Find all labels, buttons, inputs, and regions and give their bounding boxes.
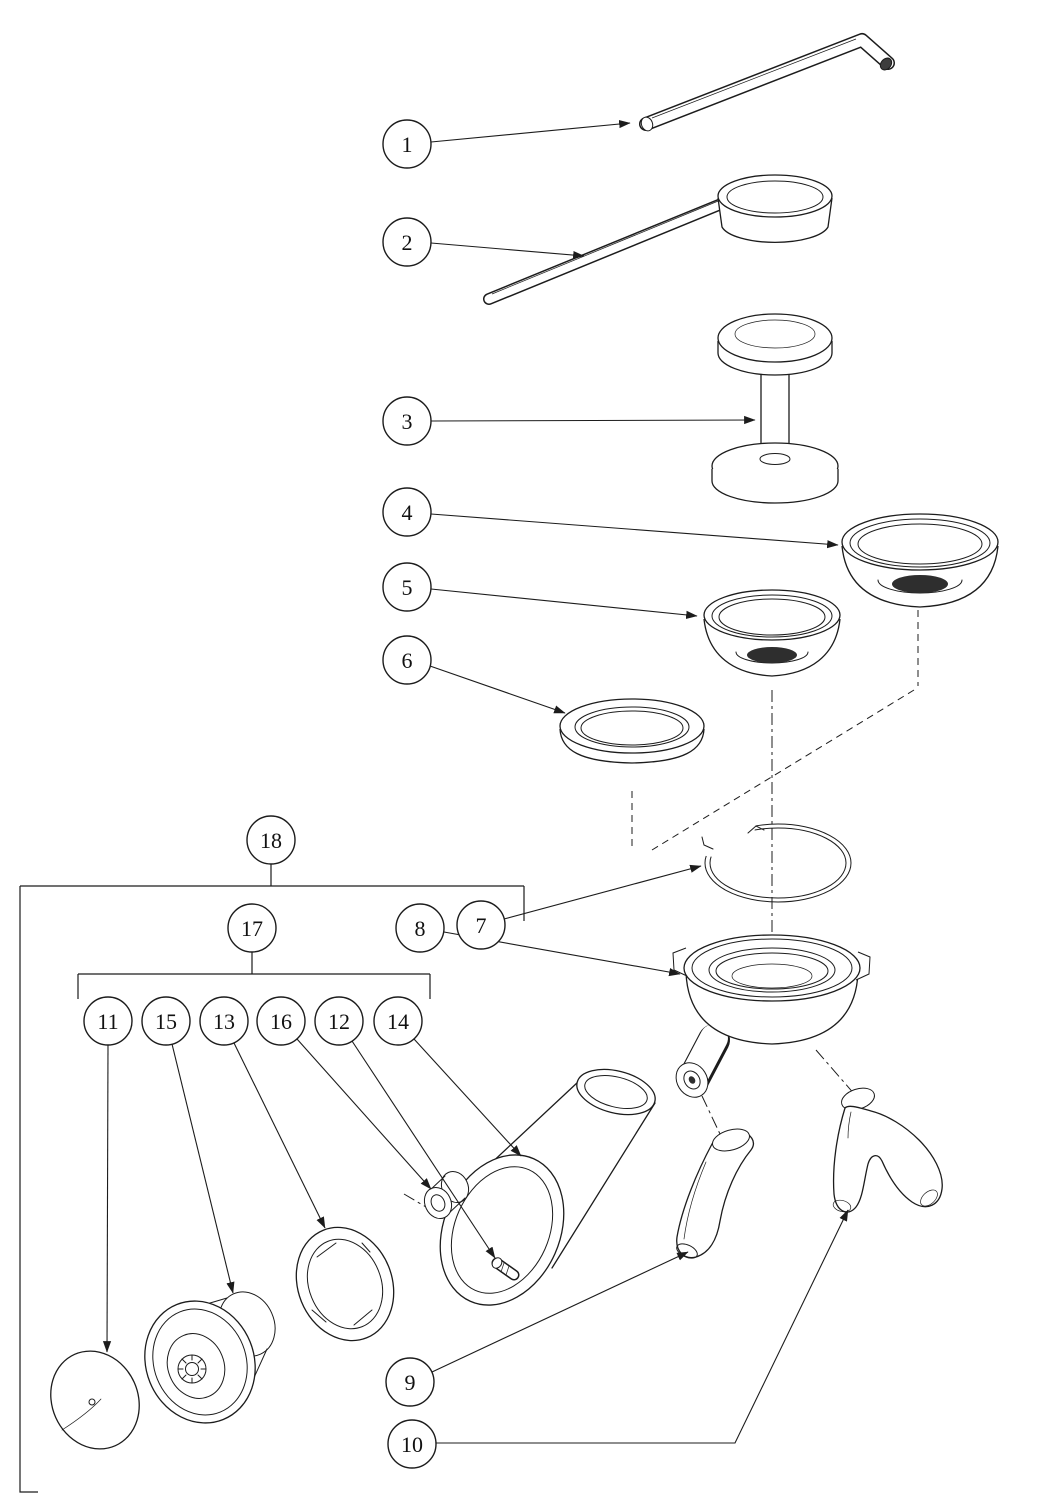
- leader-13: [233, 1042, 326, 1229]
- callout-2: 2: [382, 217, 432, 267]
- centerline-two-cup-diagonal: [651, 689, 915, 851]
- part-adapter-ring: [559, 698, 705, 764]
- svg-text:1: 1: [402, 132, 413, 157]
- bracket-18: [19, 864, 525, 1493]
- leader-10: [436, 1209, 849, 1444]
- callout-1: 1: [382, 119, 432, 169]
- part-screw: [491, 1257, 520, 1281]
- part-one-cup-filter-basket: [703, 589, 841, 677]
- callout-7: 7: [456, 900, 506, 950]
- part-membrane-disc: [50, 1350, 140, 1450]
- callout-11: 11: [83, 996, 133, 1046]
- callout-17: 17: [227, 903, 277, 953]
- callout-12: 12: [314, 996, 364, 1046]
- callout-10: 10: [387, 1419, 437, 1469]
- svg-text:15: 15: [155, 1009, 177, 1034]
- part-crema-valve-assembly: [144, 1291, 276, 1424]
- svg-text:7: 7: [476, 913, 487, 938]
- callout-16: 16: [256, 996, 306, 1046]
- svg-text:6: 6: [402, 648, 413, 673]
- svg-text:2: 2: [402, 230, 413, 255]
- svg-text:17: 17: [241, 916, 263, 941]
- centerline-double-spout: [815, 1049, 857, 1097]
- leader-12: [351, 1040, 496, 1259]
- leader-11: [102, 1044, 112, 1353]
- leader-2: [430, 242, 585, 260]
- leader-9: [431, 1251, 689, 1373]
- svg-text:8: 8: [415, 916, 426, 941]
- part-spring-clip: [699, 819, 852, 903]
- part-portafilter-body: [672, 934, 871, 1098]
- leader-14: [413, 1038, 522, 1157]
- svg-text:11: 11: [97, 1009, 118, 1034]
- callout-5: 5: [382, 562, 432, 612]
- callout-18: 18: [246, 815, 296, 865]
- callout-15: 15: [141, 996, 191, 1046]
- leader-3: [430, 415, 756, 425]
- svg-text:3: 3: [402, 409, 413, 434]
- leader-6: [429, 665, 566, 714]
- part-tamper: [711, 313, 839, 504]
- svg-text:14: 14: [387, 1009, 409, 1034]
- svg-text:4: 4: [402, 500, 413, 525]
- leader-16: [296, 1038, 432, 1190]
- group-brackets: [19, 864, 525, 1493]
- svg-text:10: 10: [401, 1432, 423, 1457]
- svg-text:13: 13: [213, 1009, 235, 1034]
- callout-4: 4: [382, 487, 432, 537]
- part-outlet-tube: [423, 1170, 470, 1220]
- leader-lines: [102, 119, 849, 1444]
- part-hex-key: [639, 33, 895, 132]
- callout-6: 6: [382, 635, 432, 685]
- leader-15: [171, 1043, 235, 1294]
- part-measuring-scoop: [483, 174, 833, 305]
- centerline-outlet-tube: [403, 1193, 427, 1208]
- callout-9: 9: [385, 1357, 435, 1407]
- part-double-spout: [832, 1087, 943, 1213]
- part-spout-funnel: [439, 1068, 656, 1306]
- svg-text:16: 16: [270, 1009, 292, 1034]
- callout-14: 14: [373, 996, 423, 1046]
- leader-5: [430, 588, 698, 619]
- part-retaining-plate: [295, 1226, 395, 1342]
- svg-text:12: 12: [328, 1009, 350, 1034]
- centerline-single-spout: [701, 1095, 721, 1135]
- part-two-cup-filter-basket: [841, 513, 999, 608]
- svg-text:9: 9: [405, 1370, 416, 1395]
- bracket-17: [77, 952, 431, 999]
- callout-3: 3: [382, 396, 432, 446]
- svg-text:5: 5: [402, 575, 413, 600]
- callouts: 1 2 3 4 5 6 18 17: [83, 119, 506, 1469]
- callout-13: 13: [199, 996, 249, 1046]
- part-single-spout: [676, 1128, 755, 1259]
- svg-text:18: 18: [260, 828, 282, 853]
- leader-7: [503, 864, 702, 920]
- leader-4: [430, 513, 839, 549]
- leader-1: [430, 119, 631, 143]
- callout-8: 8: [395, 903, 445, 953]
